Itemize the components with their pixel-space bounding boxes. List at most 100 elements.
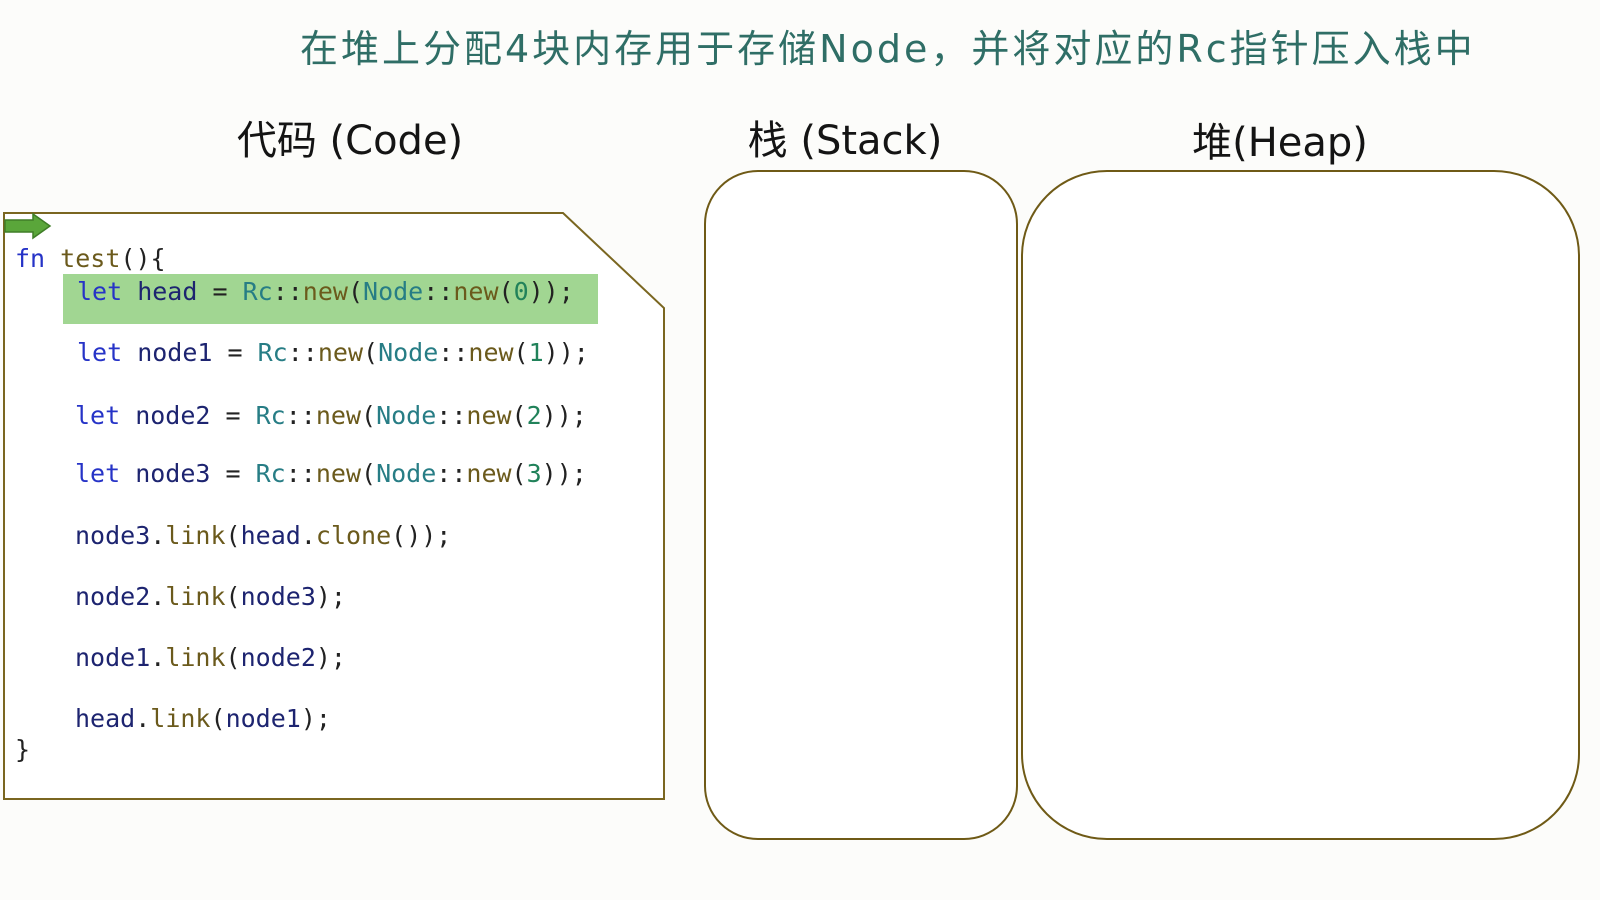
code-token: Node <box>376 459 437 488</box>
code-token: node3 <box>240 582 316 611</box>
code-token: :: <box>272 277 303 306</box>
code-token: new <box>315 401 361 430</box>
heap-section-title: 堆(Heap) <box>1192 120 1368 166</box>
code-token: ); <box>315 582 346 611</box>
code-token: ( <box>361 401 377 430</box>
code-line: let node1 = Rc::new(Node::new(1)); <box>77 338 589 367</box>
code-token: ( <box>513 338 529 367</box>
code-line: let head = Rc::new(Node::new(0)); <box>77 277 574 306</box>
code-token: Rc <box>255 459 286 488</box>
stack-region <box>704 170 1018 840</box>
current-line-arrow-icon <box>4 212 52 240</box>
code-line: let node2 = Rc::new(Node::new(2)); <box>75 401 587 430</box>
code-token: ( <box>363 338 379 367</box>
code-token: link <box>165 521 226 550</box>
code-token: new <box>466 401 512 430</box>
code-token: node2 <box>120 401 226 430</box>
code-token: ( <box>511 459 527 488</box>
code-token: test <box>60 244 121 273</box>
code-line: } <box>15 735 30 764</box>
code-token: new <box>302 277 348 306</box>
code-token: new <box>468 338 514 367</box>
code-token: ( <box>361 459 377 488</box>
code-token: node1 <box>225 704 301 733</box>
code-token: :: <box>285 459 316 488</box>
code-token: 0 <box>513 277 529 306</box>
code-token: = <box>227 338 258 367</box>
code-token: node1 <box>122 338 228 367</box>
code-token: let <box>75 401 121 430</box>
code-token: new <box>315 459 361 488</box>
code-line: node1.link(node2); <box>75 643 346 672</box>
code-token: 2 <box>526 401 542 430</box>
code-token: let <box>77 338 123 367</box>
code-token: = <box>225 459 256 488</box>
code-line: node2.link(node3); <box>75 582 346 611</box>
code-token: )); <box>541 401 587 430</box>
code-token: :: <box>436 401 467 430</box>
code-token: Rc <box>257 338 288 367</box>
code-token: ( <box>225 582 241 611</box>
code-token: . <box>150 582 166 611</box>
slide-heading: 在堆上分配4块内存用于存储Node，并将对应的Rc指针压入栈中 <box>300 27 1476 71</box>
code-token: let <box>77 277 123 306</box>
code-token: ( <box>225 521 241 550</box>
code-token: new <box>466 459 512 488</box>
code-token: } <box>15 735 31 764</box>
heap-region <box>1021 170 1580 840</box>
code-line: head.link(node1); <box>75 704 331 733</box>
code-token: Node <box>363 277 424 306</box>
code-token: :: <box>423 277 454 306</box>
code-token: :: <box>285 401 316 430</box>
stack-section-title: 栈 (Stack) <box>747 118 943 164</box>
code-token: node3 <box>120 459 226 488</box>
code-line: node3.link(head.clone()); <box>75 521 451 550</box>
code-token: fn <box>15 244 46 273</box>
code-token: node2 <box>240 643 316 672</box>
code-token: link <box>165 643 226 672</box>
code-token: let <box>75 459 121 488</box>
code-token: head <box>240 521 301 550</box>
code-token: . <box>150 521 166 550</box>
code-token: 3 <box>526 459 542 488</box>
code-token: :: <box>438 338 469 367</box>
code-token: Rc <box>242 277 273 306</box>
code-token: )); <box>528 277 574 306</box>
code-token: ()); <box>391 521 452 550</box>
code-token: . <box>300 521 316 550</box>
code-token: )); <box>541 459 587 488</box>
code-line: let node3 = Rc::new(Node::new(3)); <box>75 459 587 488</box>
code-token: 1 <box>528 338 544 367</box>
code-token: ( <box>347 277 364 306</box>
code-token: new <box>453 277 499 306</box>
code-token: Node <box>378 338 439 367</box>
code-line: fn test(){ <box>15 244 166 273</box>
code-token: Rc <box>255 401 286 430</box>
current-line-highlight <box>63 274 598 324</box>
code-token: = <box>225 401 256 430</box>
code-token: :: <box>287 338 318 367</box>
code-token: head <box>75 704 136 733</box>
code-panel-frame <box>3 212 665 800</box>
code-token: head <box>122 277 213 306</box>
code-token: Node <box>376 401 437 430</box>
code-token: node2 <box>75 582 151 611</box>
code-section-title: 代码 (Code) <box>236 118 464 164</box>
code-token: link <box>150 704 211 733</box>
code-token: clone <box>315 521 392 550</box>
code-token: :: <box>436 459 467 488</box>
code-token: = <box>212 277 243 306</box>
code-panel: fn test(){let head = Rc::new(Node::new(0… <box>3 212 665 800</box>
code-token: new <box>317 338 363 367</box>
code-token: ( <box>225 643 241 672</box>
code-token: ( <box>511 401 527 430</box>
code-token: (){ <box>120 244 166 273</box>
code-token: ( <box>210 704 226 733</box>
code-token: ); <box>315 643 346 672</box>
code-token: node1 <box>75 643 151 672</box>
code-token: node3 <box>75 521 151 550</box>
code-token: . <box>150 643 166 672</box>
code-token: link <box>165 582 226 611</box>
code-token: ); <box>300 704 331 733</box>
